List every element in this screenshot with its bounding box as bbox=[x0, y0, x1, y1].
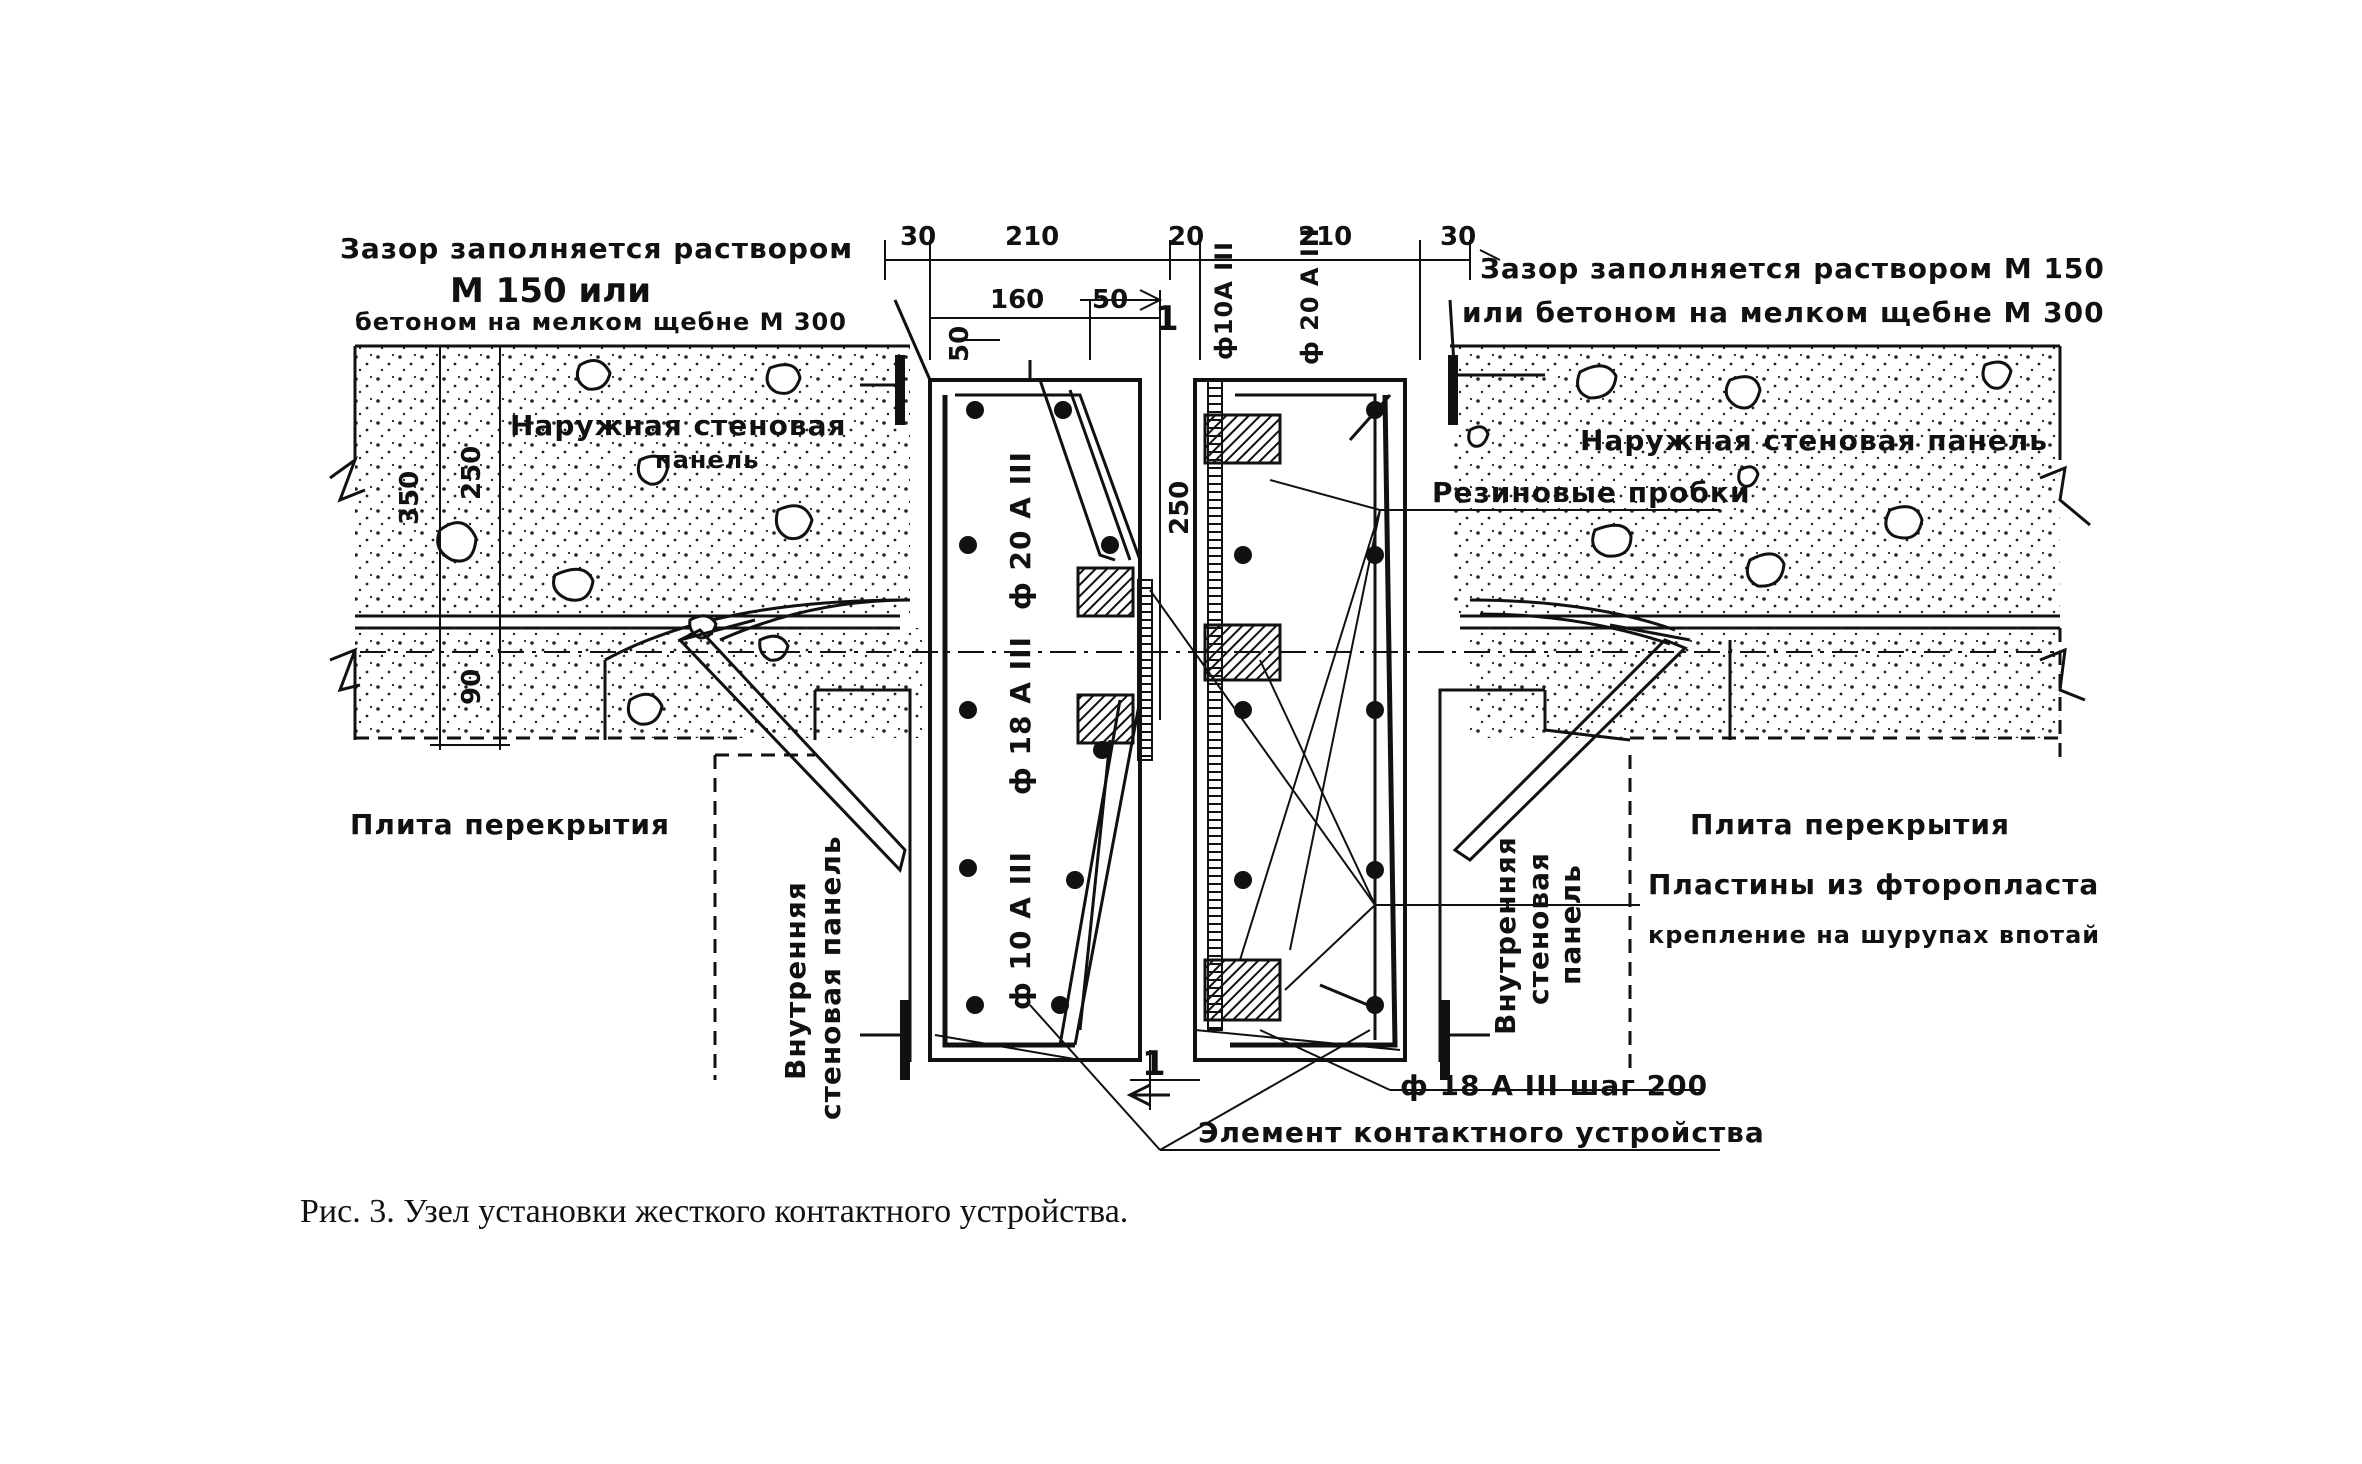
support-brackets bbox=[677, 618, 1691, 874]
dim-50-vertical: 50 bbox=[945, 326, 975, 362]
label-gap-fill-left-line3: бетоном на мелком щебне М 300 bbox=[355, 308, 847, 336]
dim-30-left: 30 bbox=[900, 222, 936, 252]
dimension-lines bbox=[430, 240, 1471, 1110]
ptfe-pads-right bbox=[1203, 413, 1282, 1022]
label-inner-panel-right-line1: Внутренняя bbox=[1489, 836, 1522, 1035]
label-contact-element: Элемент контактного устройства bbox=[1198, 1116, 1765, 1149]
panel-anchors-top bbox=[860, 355, 1545, 425]
rebar-dots-left bbox=[959, 401, 1119, 1014]
leader-lines bbox=[1029, 249, 1720, 1151]
label-rubber-plugs: Резиновые пробки bbox=[1432, 476, 1751, 509]
aggregate-stones bbox=[436, 359, 2013, 602]
inner-wall-panel-left bbox=[713, 1000, 910, 1080]
rebar-dots-right bbox=[1234, 401, 1384, 1014]
floor-slab-left bbox=[329, 598, 925, 1075]
annotations: Зазор заполняется раствором М 150 или бе… bbox=[340, 227, 2105, 1149]
label-bar-20-right: ф 20 А III bbox=[1296, 227, 1324, 365]
label-ptfe-plates: Пластины из фторопласта bbox=[1648, 868, 2099, 901]
label-slab-right: Плита перекрытия bbox=[1690, 808, 2010, 841]
label-outer-panel-left-line1: Наружная стеновая bbox=[510, 409, 846, 442]
label-inner-panel-right-line3: панель bbox=[1554, 864, 1587, 985]
dim-50-horizontal: 50 bbox=[1092, 285, 1128, 315]
ptfe-pads-left bbox=[1076, 566, 1135, 745]
label-slab-left: Плита перекрытия bbox=[350, 808, 670, 841]
label-outer-panel-left-line2: панель bbox=[655, 446, 759, 474]
label-inner-panel-left-line2: стеновая панель bbox=[814, 835, 847, 1120]
floor-slab-right bbox=[1438, 598, 2086, 1075]
dim-30-right: 30 bbox=[1440, 222, 1476, 252]
label-gap-fill-left-line1: Зазор заполняется раствором bbox=[340, 232, 853, 265]
figure-caption: Рис. 3. Узел установки жесткого контактн… bbox=[300, 1193, 1128, 1230]
inner-wall-panel-right bbox=[1440, 1000, 1490, 1080]
dim-250-center: 250 bbox=[1165, 481, 1195, 535]
contact-element-left bbox=[928, 360, 1153, 1062]
dimension-texts: 30 210 20 210 30 160 50 50 250 350 250 9… bbox=[395, 222, 1476, 705]
contact-element-right bbox=[1193, 378, 1407, 1062]
label-bar-10-right: ф10А III bbox=[1210, 241, 1238, 360]
dim-210-left: 210 bbox=[1005, 222, 1059, 252]
dim-210-right: 210 bbox=[1298, 222, 1352, 252]
label-gap-fill-left-line2: М 150 или bbox=[450, 271, 651, 311]
dim-350: 350 bbox=[395, 471, 425, 525]
dim-160: 160 bbox=[990, 285, 1044, 315]
dim-250-left: 250 bbox=[457, 446, 487, 500]
section-mark-bottom: 1 bbox=[1142, 1044, 1166, 1084]
label-bar-10-left: ф 10 А III bbox=[1004, 851, 1037, 1010]
label-inner-panel-left-line1: Внутренняя bbox=[779, 881, 812, 1080]
label-gap-fill-right-line2: или бетоном на мелком щебне М 300 bbox=[1462, 296, 2105, 329]
label-bar-18-left: ф 18 А III bbox=[1004, 636, 1037, 795]
label-bar-20-left: ф 20 А III bbox=[1004, 451, 1037, 610]
section-mark-top: 1 bbox=[1155, 299, 1179, 339]
label-inner-panel-right-line2: стеновая bbox=[1522, 852, 1555, 1005]
label-rebar-step: ф 18 А III шаг 200 bbox=[1400, 1069, 1708, 1102]
dim-20: 20 bbox=[1168, 222, 1204, 252]
label-outer-panel-right: Наружная стеновая панель bbox=[1580, 424, 2048, 457]
label-screw-fixing: крепление на шурупах впотай bbox=[1648, 921, 2100, 949]
dim-90: 90 bbox=[457, 669, 487, 705]
label-gap-fill-right-line1: Зазор заполняется раствором М 150 bbox=[1480, 252, 2105, 285]
